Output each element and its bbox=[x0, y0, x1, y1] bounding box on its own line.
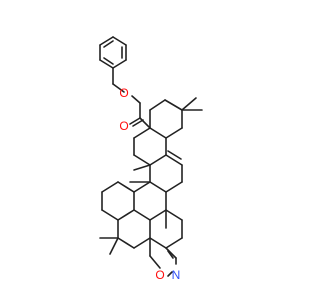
carbonyl-oxygen-label: O bbox=[119, 119, 128, 133]
ester-oxygen-label: O bbox=[119, 86, 128, 100]
ring-oxygen-label: O bbox=[155, 268, 164, 282]
molecule-drawing: O O O N bbox=[99, 36, 203, 282]
atom-labels: O O O N bbox=[119, 86, 180, 282]
ring-nitrogen-label: N bbox=[172, 268, 181, 282]
structure-canvas: O O O N bbox=[99, 36, 203, 283]
bonds bbox=[99, 36, 203, 277]
